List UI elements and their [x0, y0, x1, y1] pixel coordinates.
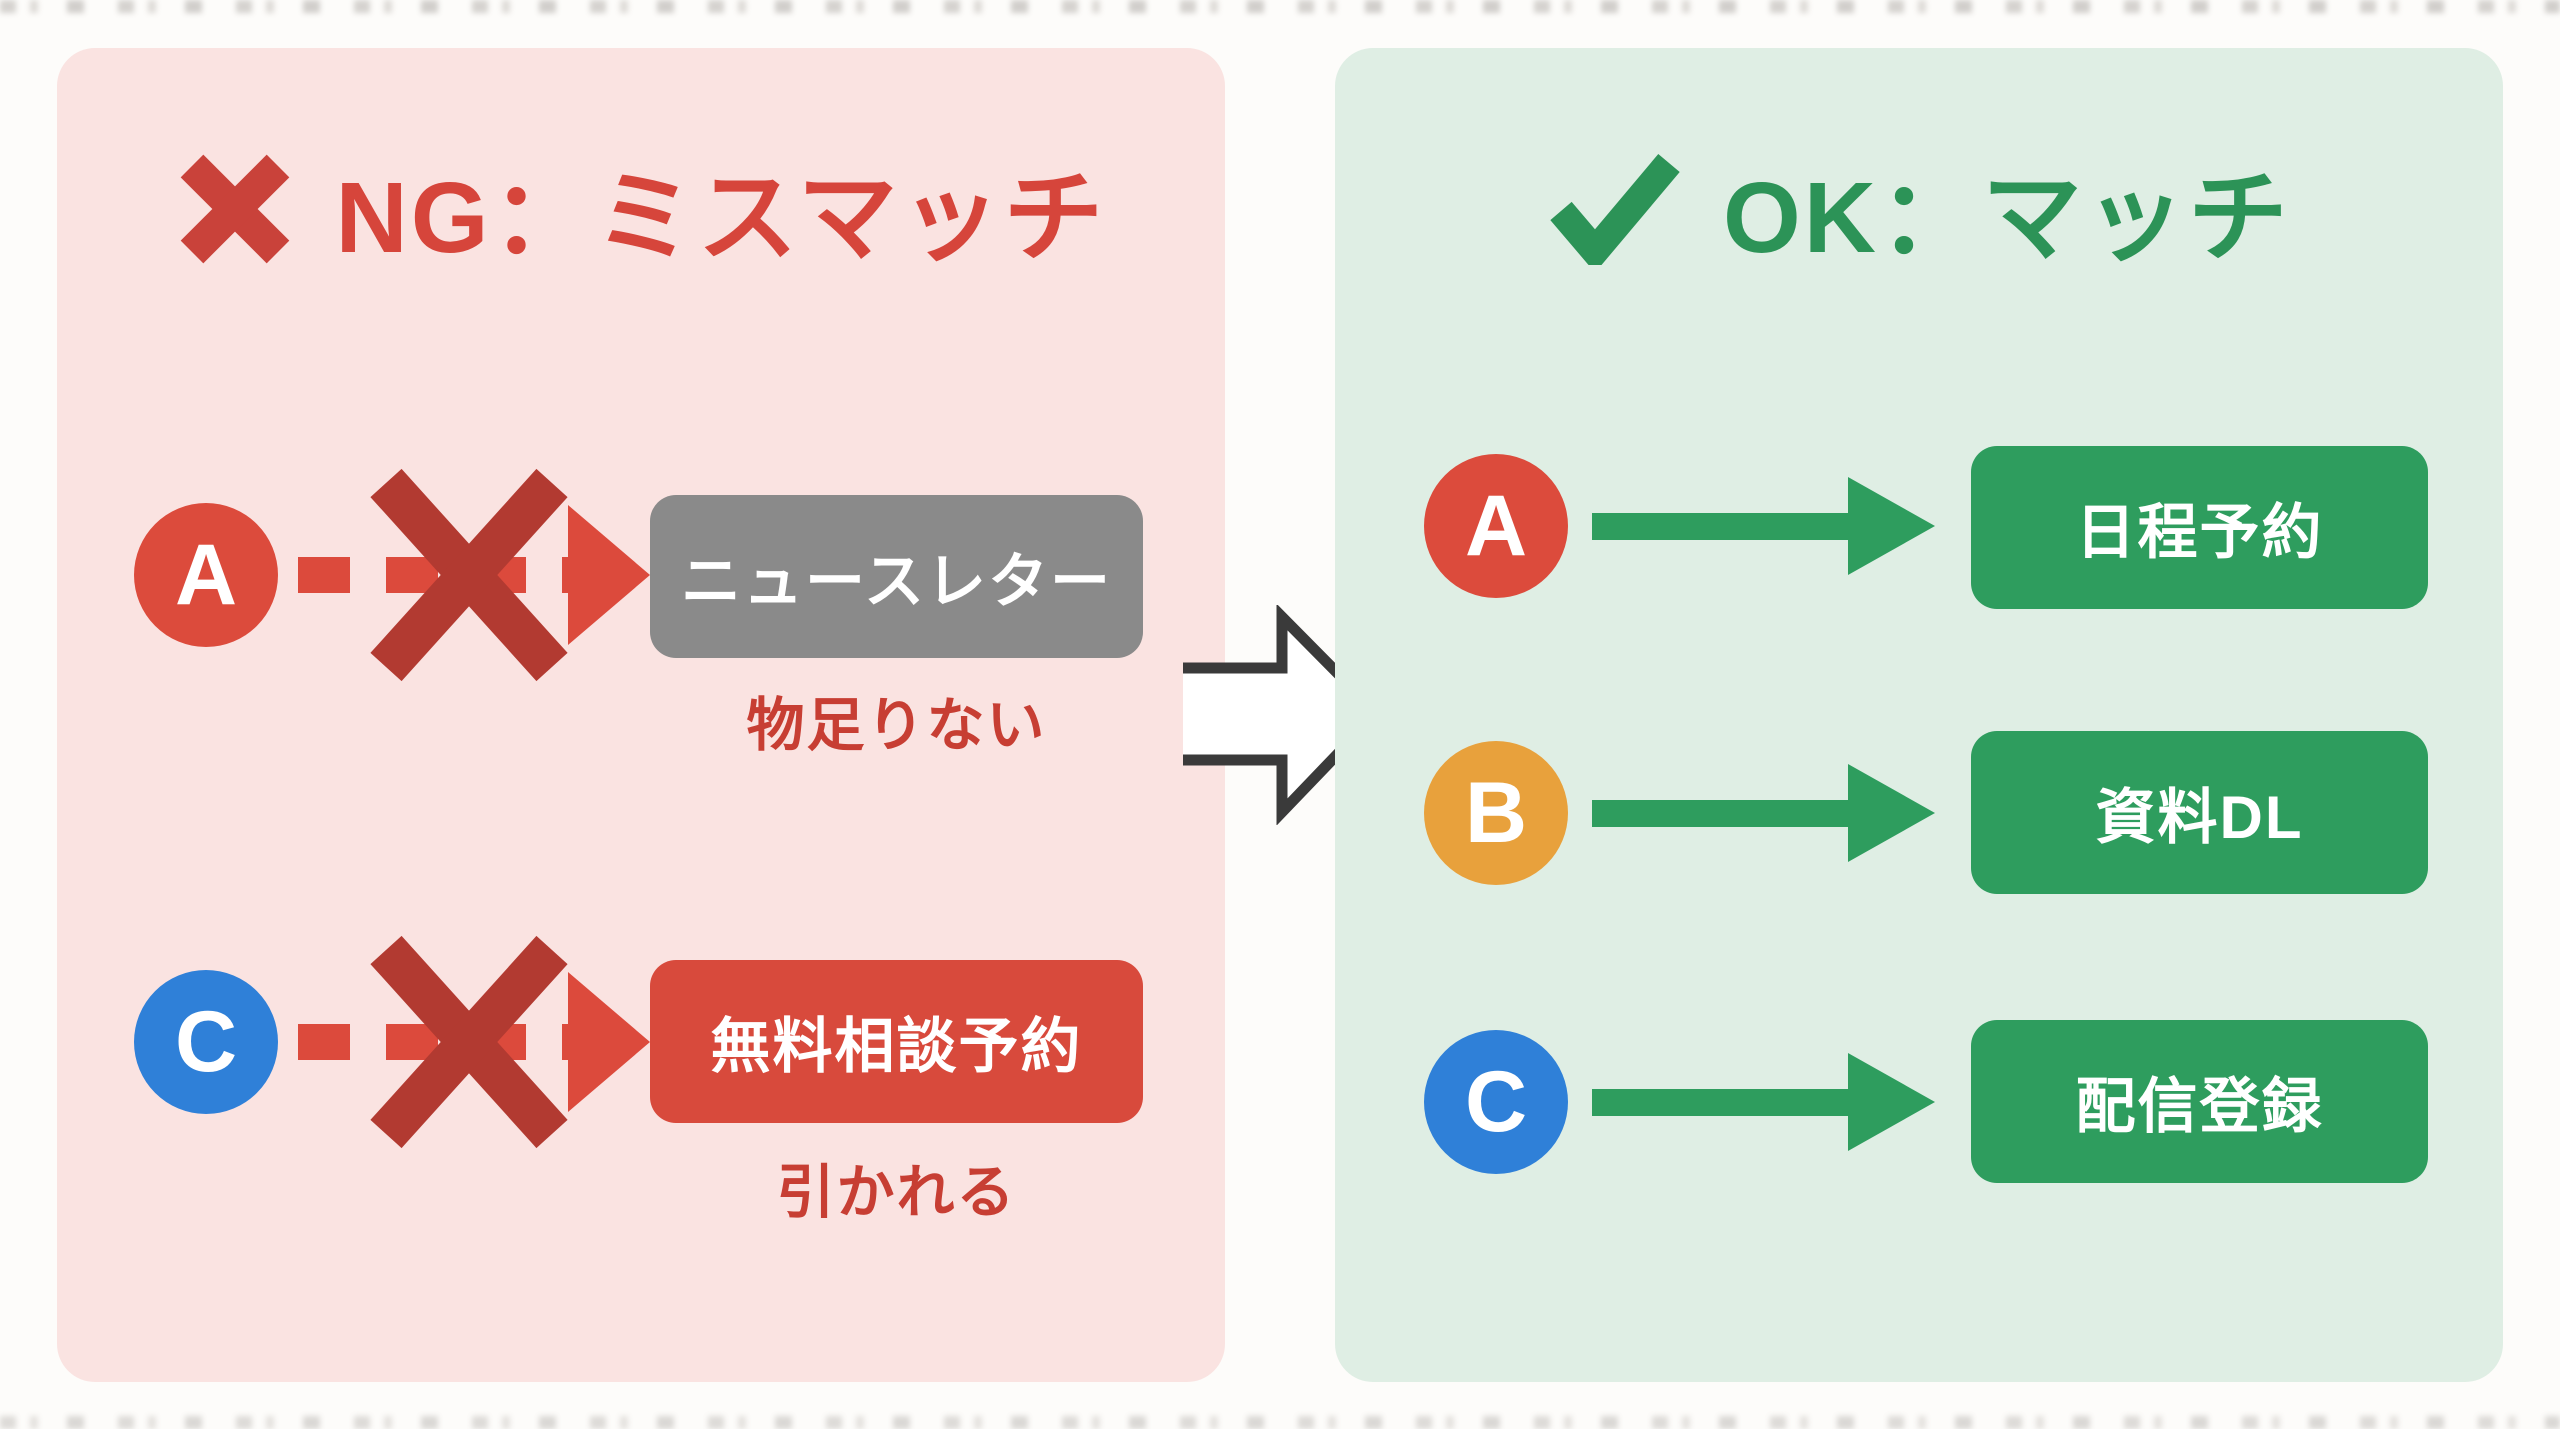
persona-a-badge: A — [134, 503, 278, 647]
crossed-dashed-arrow — [298, 468, 650, 682]
ok-title-text: OK：マッチ — [1723, 162, 2291, 274]
newsletter-box-label: ニュースレター — [681, 548, 1112, 615]
ok-panel: OK：マッチ A 日程予約 B 資料DL C — [1335, 48, 2503, 1382]
mail-registration-box: 配信登録 — [1971, 1020, 2428, 1183]
persona-b-label: B — [1464, 764, 1528, 861]
persona-a-label: A — [174, 526, 238, 623]
schedule-booking-box: 日程予約 — [1971, 446, 2428, 609]
persona-a-label: A — [1464, 477, 1528, 574]
newsletter-caption: 物足りない — [746, 693, 1047, 758]
ok-panel-title: OK：マッチ — [1335, 136, 2503, 281]
mail-registration-label: 配信登録 — [2075, 1073, 2324, 1140]
x-mark-icon — [180, 154, 289, 263]
persona-c-badge: C — [1424, 1030, 1568, 1174]
consultation-caption: 引かれる — [776, 1160, 1017, 1225]
newsletter-box: ニュースレター — [650, 495, 1143, 658]
document-dl-box: 資料DL — [1971, 731, 2428, 894]
ng-title-text: NG：ミスマッチ — [335, 162, 1107, 274]
schedule-booking-label: 日程予約 — [2075, 499, 2324, 566]
consultation-box-label: 無料相談予約 — [710, 1013, 1083, 1080]
match-arrow — [1592, 1053, 1935, 1151]
ng-panel: NG：ミスマッチ A ニュースレター 物足りない C 無料相談予約 — [57, 48, 1225, 1382]
match-arrow — [1592, 764, 1935, 862]
persona-a-badge: A — [1424, 454, 1568, 598]
check-mark-icon — [1550, 153, 1680, 265]
persona-c-label: C — [1464, 1053, 1528, 1150]
crossed-dashed-arrow — [298, 935, 650, 1149]
bottom-edge-grain — [0, 1416, 2560, 1429]
persona-b-badge: B — [1424, 741, 1568, 885]
match-arrow — [1592, 477, 1935, 575]
document-dl-label: 資料DL — [2095, 784, 2304, 851]
consultation-box: 無料相談予約 — [650, 960, 1143, 1123]
persona-c-badge: C — [134, 970, 278, 1114]
persona-c-label: C — [174, 993, 238, 1090]
ng-panel-title: NG：ミスマッチ — [57, 136, 1225, 281]
top-edge-grain — [0, 0, 2560, 13]
